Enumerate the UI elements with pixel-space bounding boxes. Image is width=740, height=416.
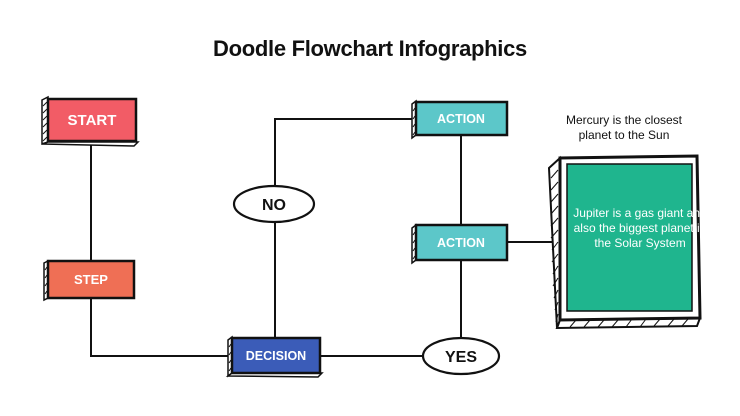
no-oval bbox=[232, 184, 316, 224]
action-mid-label: ACTION bbox=[437, 236, 485, 250]
step-box bbox=[46, 259, 136, 300]
side-panel-caption: Mercury is the closest planet to the Sun bbox=[565, 113, 683, 142]
decision-box bbox=[230, 336, 322, 375]
page-title: Doodle Flowchart Infographics bbox=[213, 36, 527, 61]
start-node: START bbox=[41, 95, 140, 147]
connectors bbox=[90, 118, 556, 357]
start-label: START bbox=[68, 112, 117, 129]
step-node: STEP bbox=[43, 259, 136, 302]
side-panel-text: Jupiter is a gas giant and also the bigg… bbox=[573, 206, 707, 250]
no-node: NO bbox=[232, 184, 316, 224]
yes-node: YES bbox=[421, 336, 501, 376]
yes-oval bbox=[421, 336, 501, 376]
no-label: NO bbox=[262, 197, 286, 214]
action-top-node: ACTION bbox=[411, 99, 509, 140]
start-box bbox=[46, 97, 138, 143]
decision-label: DECISION bbox=[246, 349, 306, 363]
action-top-box bbox=[414, 100, 509, 137]
side-panel-fill bbox=[566, 163, 693, 312]
action-top-label: ACTION bbox=[437, 112, 485, 126]
action-mid-node: ACTION bbox=[411, 223, 509, 265]
decision-node: DECISION bbox=[225, 335, 324, 378]
step-label: STEP bbox=[74, 272, 108, 287]
action-mid-box bbox=[414, 223, 509, 262]
side-panel bbox=[547, 154, 702, 330]
yes-label: YES bbox=[445, 349, 477, 366]
connector-step-decision bbox=[90, 298, 232, 357]
connector-no-action-top bbox=[274, 118, 416, 186]
